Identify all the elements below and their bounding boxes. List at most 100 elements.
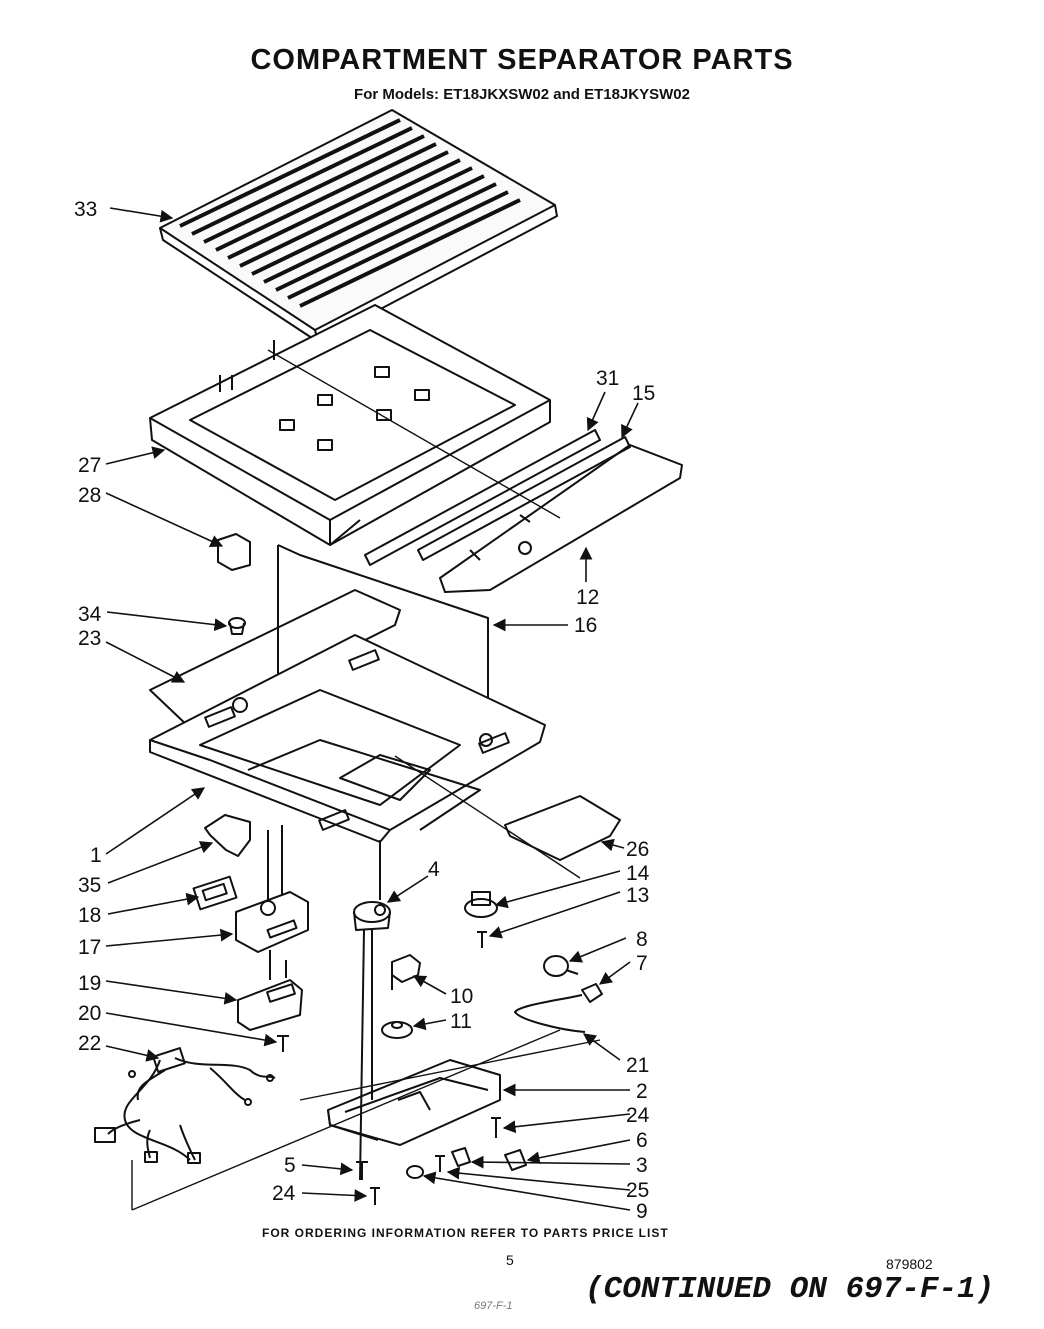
models-subtitle: For Models: ET18JKXSW02 and ET18JKYSW02 [354,86,690,103]
leader-21 [582,1033,621,1061]
screw-part-25 [435,1155,445,1172]
leader-25 [446,1166,631,1191]
socket-part-4 [353,840,391,1181]
leader-7 [598,961,631,985]
leader-28 [105,492,224,548]
separator-frame-part [149,304,551,546]
screw-part-24b [370,1187,380,1205]
leader-35 [107,841,214,884]
callout-9: 9 [636,1200,648,1223]
socket-lead-part-7-21 [514,983,603,1033]
callout-17: 17 [78,936,101,959]
callout-6: 6 [636,1129,648,1152]
leader-27 [105,446,166,465]
separator-pan-part [149,589,546,843]
control-housing-part-17 [235,825,309,953]
leader-14 [494,870,621,909]
callout-12: 12 [576,586,599,609]
callout-26: 26 [626,838,649,861]
plug-part-6 [504,1149,527,1171]
ordering-note: FOR ORDERING INFORMATION REFER TO PARTS … [262,1226,669,1240]
callout-27: 27 [78,454,101,477]
switch-part-10 [391,954,421,990]
page-number: 5 [506,1252,514,1268]
leader-20 [105,1012,278,1047]
leader-5 [301,1162,354,1176]
assembly-guide-lines [131,349,601,1211]
callout-31: 31 [596,367,619,390]
light-housing-part-2 [327,1059,501,1146]
leader-6 [526,1139,631,1165]
bulb-part-8 [543,955,579,977]
leader-13 [488,891,621,939]
callout-35: 35 [78,874,101,897]
leader-17 [105,928,234,947]
callout-28: 28 [78,484,101,507]
callout-21: 21 [626,1054,649,1077]
callout-24-lower: 24 [272,1182,296,1205]
bezel-part-18 [192,875,238,911]
leader-9 [422,1171,631,1211]
leader-23 [105,641,186,683]
leader-4 [386,875,429,903]
grommet-part-34 [228,617,246,635]
callout-4: 4 [428,858,440,881]
callout-10: 10 [450,985,473,1008]
insulation-part-26 [504,795,621,861]
control-part-19 [237,950,303,1031]
shelf-grille-part [159,109,558,343]
leader-26 [600,838,625,852]
callout-34: 34 [78,603,102,626]
leader-33 [109,207,174,223]
callout-7: 7 [636,952,648,975]
handwritten-mark: 697-F-1 [474,1300,513,1312]
callout-5: 5 [284,1154,296,1177]
document-code: 879802 [886,1256,933,1272]
leader-34 [106,611,228,632]
leader-22 [105,1045,160,1062]
leader-3 [470,1155,631,1169]
page-title: COMPARTMENT SEPARATOR PARTS [250,44,794,76]
callout-18: 18 [78,904,101,927]
callout-33: 33 [74,198,97,221]
callout-22: 22 [78,1032,101,1055]
callout-15: 15 [632,382,655,405]
leader-19 [105,980,238,1005]
leader-15 [621,402,639,439]
callout-11: 11 [450,1010,472,1033]
callout-23: 23 [78,627,101,650]
callout-24-upper: 24 [626,1104,650,1127]
pad-part-9 [406,1165,424,1179]
leader-10 [412,975,447,995]
callout-20: 20 [78,1002,101,1025]
leader-1 [105,787,206,855]
screw-part-13 [477,931,487,948]
leader-24b [301,1189,368,1202]
screw-part-5 [356,1161,368,1180]
screw-part-24a [491,1117,501,1138]
grommet-part-11 [381,1021,413,1039]
rail-parts [364,429,683,593]
callout-3: 3 [636,1154,648,1177]
screw-part-20 [277,1035,289,1052]
callout-19: 19 [78,972,101,995]
leader-11 [412,1017,447,1031]
leader-8 [568,937,627,963]
leader-24a [502,1113,631,1134]
callout-1: 1 [90,844,102,867]
plug-part-3 [451,1147,471,1167]
callout-14: 14 [626,862,650,885]
callout-8: 8 [636,928,648,951]
continued-note: (CONTINUED ON 697-F-1) [585,1272,995,1307]
clip-part-35 [204,814,251,857]
block-part-28 [217,533,251,571]
callout-2: 2 [636,1080,648,1103]
holder-part-14 [464,891,498,918]
leader-18 [107,892,200,915]
callout-16: 16 [574,614,597,637]
wiring-harness-part-22 [94,1047,276,1164]
callout-13: 13 [626,884,649,907]
leader-31 [586,391,606,432]
callout-25: 25 [626,1179,649,1202]
